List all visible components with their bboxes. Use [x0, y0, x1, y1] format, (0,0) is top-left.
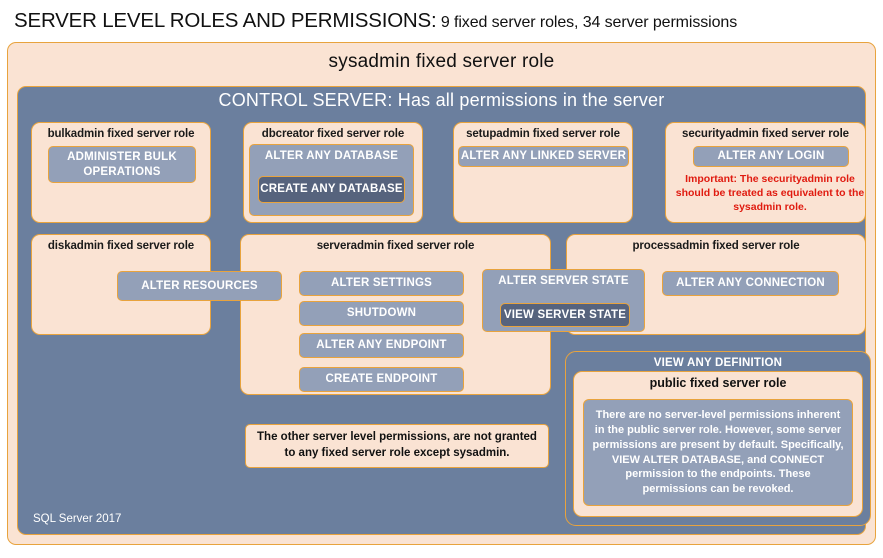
page-title-strong: SERVER LEVEL ROLES AND PERMISSIONS:	[14, 9, 437, 32]
permission-alter-resources[interactable]: ALTER RESOURCES	[117, 271, 282, 301]
permission-view-server-state[interactable]: VIEW SERVER STATE	[500, 303, 630, 327]
securityadmin-important-note: Important: The securityadmin role should…	[675, 173, 865, 214]
public-role-title: public fixed server role	[649, 376, 787, 390]
page-title-subtitle: 9 fixed server roles, 34 server permissi…	[436, 14, 738, 31]
sysadmin-role-label: sysadmin fixed server role	[328, 51, 555, 72]
securityadmin-role-box	[665, 122, 866, 223]
control-server-label: CONTROL SERVER: Has all permissions in t…	[218, 90, 665, 110]
page-title: SERVER LEVEL ROLES AND PERMISSIONS: 9 fi…	[14, 9, 874, 37]
permission-administer-bulk-operations[interactable]: ADMINISTER BULK OPERATIONS	[48, 146, 196, 183]
dbcreator-role-title: dbcreator fixed server role	[261, 128, 405, 140]
public-role-description: There are no server-level permissions in…	[583, 399, 853, 506]
permission-alter-any-database-label: ALTER ANY DATABASE	[264, 150, 399, 162]
setupadmin-role-box	[453, 122, 633, 223]
permission-shutdown[interactable]: SHUTDOWN	[299, 301, 464, 326]
permission-view-any-definition-label: VIEW ANY DEFINITION	[653, 357, 783, 369]
securityadmin-role-title: securityadmin fixed server role	[682, 128, 849, 140]
bulkadmin-role-title: bulkadmin fixed server role	[47, 128, 195, 140]
serveradmin-role-title: serveradmin fixed server role	[316, 240, 475, 252]
permission-alter-any-login[interactable]: ALTER ANY LOGIN	[693, 146, 849, 167]
permission-create-endpoint[interactable]: CREATE ENDPOINT	[299, 367, 464, 392]
permission-alter-any-linked-server[interactable]: ALTER ANY LINKED SERVER	[458, 146, 629, 167]
processadmin-role-title: processadmin fixed server role	[632, 240, 800, 252]
setupadmin-role-title: setupadmin fixed server role	[466, 128, 620, 140]
permission-alter-server-state-label: ALTER SERVER STATE	[498, 275, 629, 287]
other-permissions-note: The other server level permissions, are …	[245, 424, 549, 468]
product-version-label: SQL Server 2017	[33, 513, 122, 525]
permission-alter-any-connection[interactable]: ALTER ANY CONNECTION	[662, 271, 839, 296]
permission-create-any-database[interactable]: CREATE ANY DATABASE	[258, 176, 405, 203]
permission-alter-any-endpoint[interactable]: ALTER ANY ENDPOINT	[299, 333, 464, 358]
permission-alter-settings[interactable]: ALTER SETTINGS	[299, 271, 464, 296]
diskadmin-role-title: diskadmin fixed server role	[47, 240, 195, 252]
